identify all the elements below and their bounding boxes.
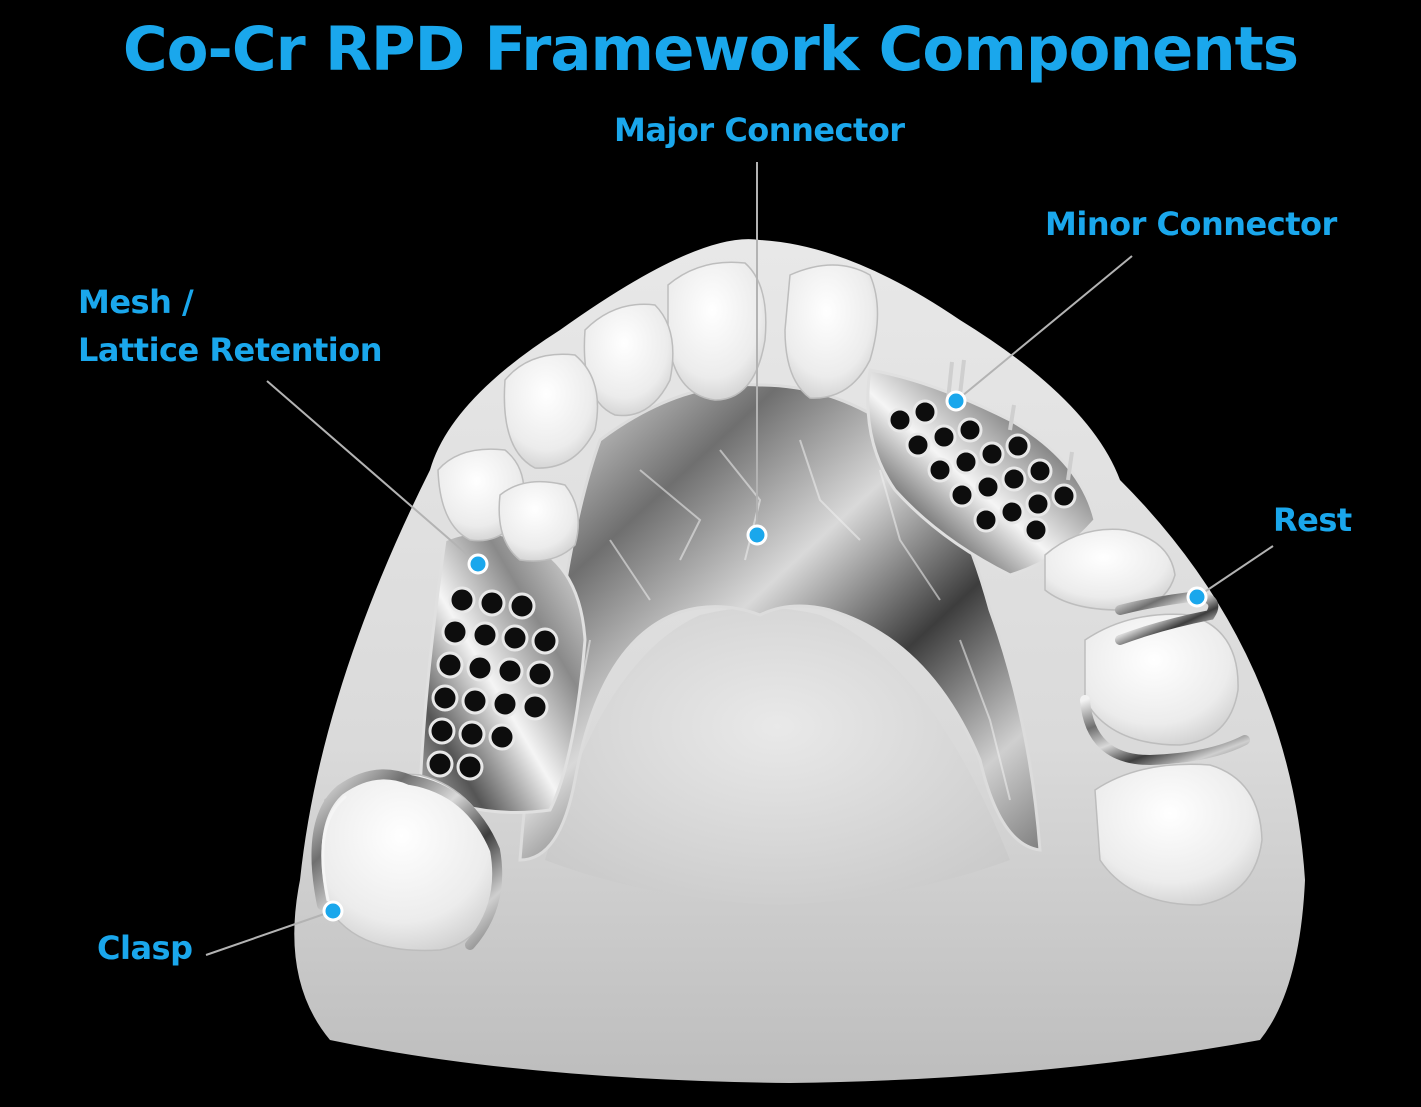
- tooth-central-incisor-right: [784, 264, 879, 399]
- label-mesh-retention: Mesh / Lattice Retention: [78, 278, 383, 374]
- left-mesh-retention: [418, 531, 587, 814]
- tooth-premolar-left-2: [498, 480, 580, 562]
- dot-minor-connector: [945, 390, 967, 412]
- leader-line-clasp: [205, 910, 334, 956]
- teeth: [320, 261, 1263, 952]
- rest-arm: [1115, 590, 1219, 645]
- label-mesh-line2: Lattice Retention: [78, 331, 383, 369]
- dot-major-connector: [746, 524, 768, 546]
- palate-area: [545, 607, 1010, 905]
- callout-dots: [322, 390, 1208, 922]
- leader-line-minor-connector: [955, 255, 1133, 402]
- clasp-arm-highlight: [321, 795, 347, 902]
- label-rest: Rest: [1273, 501, 1352, 539]
- dot-mesh: [467, 553, 489, 575]
- label-mesh-line1: Mesh /: [78, 283, 194, 321]
- tooth-central-incisor-left: [667, 261, 767, 401]
- leader-lines: [205, 162, 1274, 956]
- page-title: Co-Cr RPD Framework Components: [122, 14, 1299, 85]
- leader-line-mesh: [266, 380, 479, 565]
- label-minor-connector: Minor Connector: [1045, 205, 1337, 243]
- clasp-arm: [311, 769, 503, 950]
- tooth-molar-right-2: [1094, 763, 1263, 906]
- dot-clasp: [322, 900, 344, 922]
- label-clasp: Clasp: [97, 929, 193, 967]
- dot-rest: [1186, 586, 1208, 608]
- tooth-premolar-right: [1044, 528, 1176, 611]
- label-major-connector: Major Connector: [614, 111, 905, 149]
- right-clasp-arm: [1080, 695, 1250, 766]
- tooth-canine-left: [503, 353, 599, 469]
- leader-line-rest: [1196, 545, 1274, 598]
- tooth-molar-right-1: [1084, 613, 1239, 746]
